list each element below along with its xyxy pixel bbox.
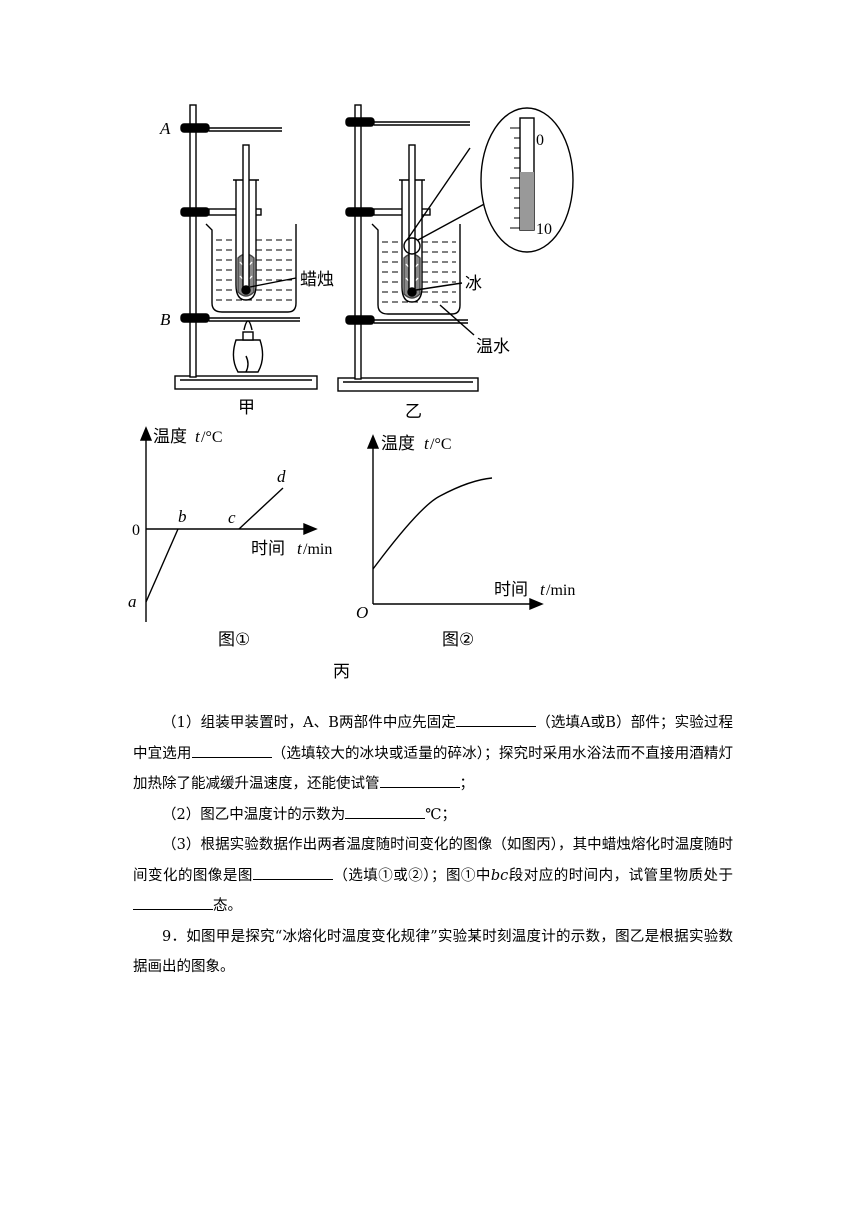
question-3: （3）根据实验数据作出两者温度随时间变化的图像（如图丙），其中蜡烛熔化时温度随时… (133, 837, 734, 914)
label-a: A (159, 119, 171, 138)
apparatus-yi (337, 104, 574, 392)
graph1-point-a: a (128, 592, 137, 611)
question-9: 9．如图甲是探究“冰熔化时温度变化规律”实验某时刻温度计的示数，图乙是根据实验数… (133, 928, 733, 976)
label-candle: 蜡烛 (300, 270, 334, 290)
caption-jia: 甲 (238, 398, 255, 418)
graph1-xlabel-var: t (297, 539, 303, 558)
caption-graph2: 图② (442, 630, 474, 650)
answer-blank[interactable] (345, 804, 426, 819)
answer-blank[interactable] (191, 743, 272, 758)
apparatus-jia (174, 104, 318, 390)
graph1-origin: 0 (132, 522, 140, 539)
caption-yi: 乙 (405, 402, 422, 422)
graph2-xlabel-cn: 时间 (494, 580, 528, 600)
graph1-point-d: d (277, 467, 286, 486)
question-1: （1）组装甲装置时，A、B两部件中应先固定（选填A或B）部件；实验过程中宜选用（… (133, 708, 733, 800)
question-2: （2）图乙中温度计的示数为℃； (133, 800, 733, 831)
graph1-xlabel-unit: /min (303, 541, 332, 558)
graph1-point-b: b (178, 507, 187, 526)
graph2-ylabel-unit: /°C (430, 436, 452, 453)
label-b: B (160, 310, 171, 329)
graph2-ylabel-var: t (424, 434, 430, 453)
question-text: （1）组装甲装置时，A、B两部件中应先固定（选填A或B）部件；实验过程中宜选用（… (133, 708, 733, 983)
answer-blank[interactable] (379, 773, 460, 788)
caption-graph1: 图① (218, 630, 250, 650)
scale-label-10: 10 (536, 221, 552, 238)
graph2-origin: O (356, 603, 368, 622)
graph1-ylabel-cn: 温度 (153, 427, 187, 447)
label-ice: 冰 (465, 274, 482, 294)
graph1-point-c: c (228, 508, 236, 527)
label-warm-water: 温水 (476, 337, 510, 357)
experiment-figure: A B 蜡烛 甲 冰 温水 乙 0 10 温度 t /°C 时间 t /min … (128, 104, 575, 682)
scale-label-0: 0 (536, 132, 544, 149)
graph2-ylabel-cn: 温度 (381, 434, 415, 454)
graph2-xlabel-unit: /min (546, 582, 575, 599)
caption-bing: 丙 (333, 662, 350, 682)
graph-1 (139, 426, 318, 622)
graph2-xlabel-var: t (540, 580, 546, 599)
answer-blank[interactable] (133, 895, 213, 910)
answer-blank[interactable] (252, 865, 333, 880)
graph1-ylabel-var: t (195, 427, 201, 446)
graph1-xlabel-cn: 时间 (251, 539, 285, 559)
graph1-ylabel-unit: /°C (201, 429, 223, 446)
answer-blank[interactable] (456, 712, 537, 727)
graph-2 (366, 434, 544, 611)
